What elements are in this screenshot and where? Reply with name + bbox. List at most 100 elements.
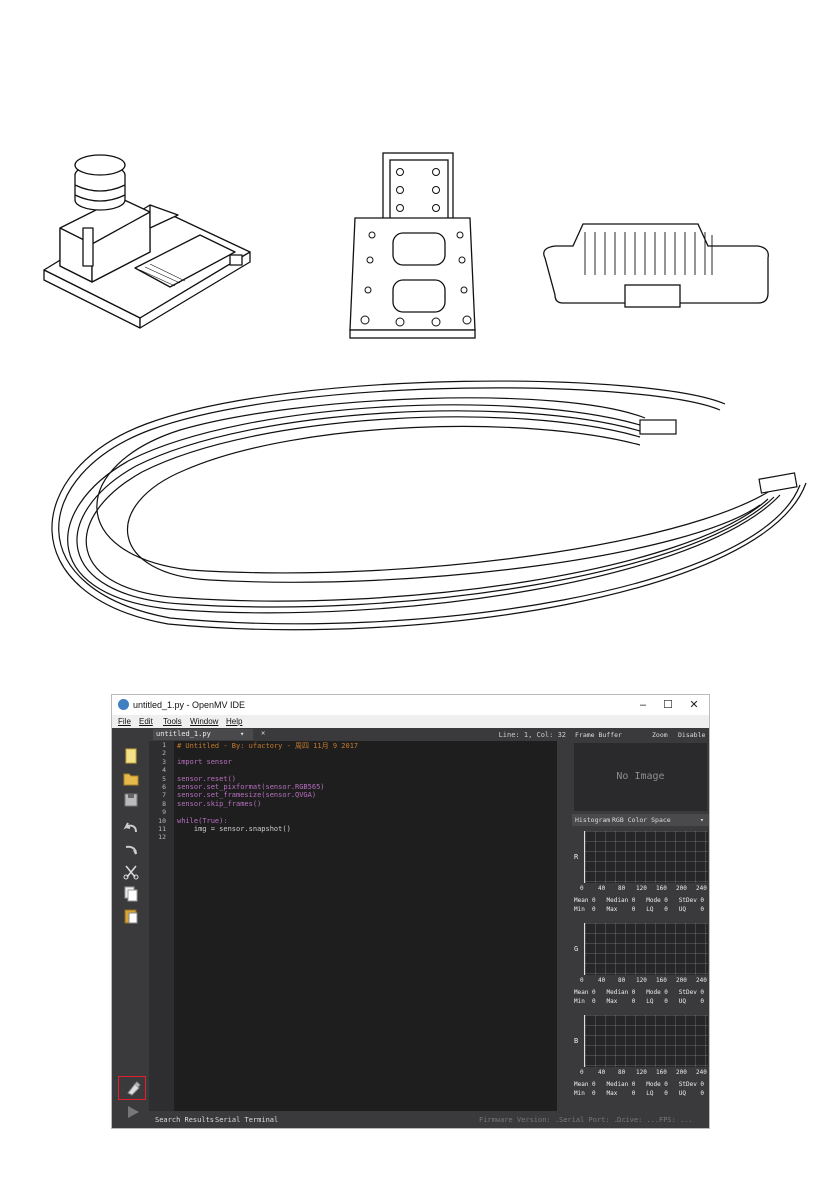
connect-icon[interactable] <box>125 1080 141 1096</box>
histogram-ticks: 0 40 80 120 160 200 240 <box>580 1069 708 1077</box>
maximize-button[interactable]: ☐ <box>663 699 673 711</box>
histogram-label: Histogram <box>575 816 611 824</box>
frame-buffer-header: Frame Buffer Zoom Disable <box>572 728 709 741</box>
tick-label: 200 <box>676 885 687 892</box>
tick-label: 200 <box>676 1069 687 1076</box>
code-line[interactable]: while(True): <box>177 816 228 825</box>
line-number: 1 <box>162 741 166 749</box>
tick-label: 0 <box>580 885 584 892</box>
openmv-ide-window: untitled_1.py - OpenMV IDE – ☐ ✕ File Ed… <box>112 695 709 1128</box>
tab-untitled-1[interactable]: untitled_1.py ▾ <box>153 729 253 740</box>
copy-icon[interactable] <box>123 886 139 902</box>
menu-edit[interactable]: Edit <box>139 717 153 726</box>
camera-module-drawing <box>43 154 251 329</box>
title-bar: untitled_1.py - OpenMV IDE – ☐ ✕ <box>112 695 709 715</box>
tick-label: 120 <box>636 977 647 984</box>
cut-icon[interactable] <box>123 864 139 880</box>
histogram-header: Histogram RGB Color Space ▾ <box>572 814 709 826</box>
color-space-select[interactable]: RGB Color Space <box>612 816 671 824</box>
tab-close-icon[interactable]: ✕ <box>261 729 266 737</box>
firmware-version: Firmware Version: ... <box>479 1116 568 1124</box>
code-line[interactable]: # Untitled - By: ufactory - 周四 11月 9 201… <box>177 742 359 750</box>
code-line[interactable]: sensor.skip_frames() <box>177 799 262 808</box>
fps-status: FPS: ... <box>659 1116 693 1124</box>
save-icon[interactable] <box>123 792 139 808</box>
code-editor[interactable]: # Untitled - By: ufactory - 周四 11月 9 201… <box>174 741 557 1111</box>
tick-label: 240 <box>696 1069 707 1076</box>
histogram-plot <box>584 923 708 975</box>
menu-help[interactable]: Help <box>226 717 243 726</box>
chevron-down-icon[interactable]: ▾ <box>700 816 704 824</box>
histogram-plot <box>584 831 708 883</box>
tick-label: 160 <box>656 1069 667 1076</box>
tab-label: untitled_1.py <box>156 730 211 738</box>
tick-label: 200 <box>676 977 687 984</box>
code-line[interactable]: sensor.reset() <box>177 774 237 783</box>
open-folder-icon[interactable] <box>123 770 139 786</box>
run-icon[interactable] <box>125 1104 141 1120</box>
tick-label: 240 <box>696 977 707 984</box>
histogram-b: B 0 40 80 120 160 200 240 Mean 0 Median … <box>572 1011 709 1111</box>
code-line[interactable] <box>174 808 557 816</box>
histogram-stats-row: Mean 0 Median 0 Mode 0 StDev 0 <box>574 1081 705 1088</box>
redo-icon[interactable] <box>123 842 139 858</box>
frame-buffer-view: No Image <box>574 743 707 811</box>
menu-file[interactable]: File <box>118 717 131 726</box>
histogram-ticks: 0 40 80 120 160 200 240 <box>580 885 708 893</box>
histogram-axis-label: R <box>574 853 579 861</box>
serial-terminal-tab[interactable]: Serial Terminal <box>215 1116 279 1124</box>
histogram-r: R 0 40 80 120 160 200 240 Mean 0 Median … <box>572 827 709 927</box>
cable-drawing <box>51 380 807 631</box>
code-line[interactable] <box>174 833 557 841</box>
left-toolbar <box>112 728 149 1128</box>
code-line[interactable]: import sensor <box>177 757 232 766</box>
menu-window[interactable]: Window <box>190 717 219 726</box>
tick-label: 120 <box>636 1069 647 1076</box>
bottom-status-bar: Search Results Serial Terminal Firmware … <box>149 1111 709 1128</box>
mounting-bracket-drawing <box>349 152 476 339</box>
minimize-button[interactable]: – <box>639 699 647 711</box>
tick-label: 80 <box>618 885 626 892</box>
code-line[interactable] <box>174 749 557 757</box>
editor-scrollbar[interactable] <box>557 741 572 1111</box>
tick-label: 40 <box>598 977 606 984</box>
zoom-toggle[interactable]: Zoom <box>652 731 668 739</box>
line-number-gutter: 1 2 3 4 5 6 7 8 9 10 11 12 <box>149 741 174 1111</box>
undo-icon[interactable] <box>123 820 139 836</box>
tick-label: 80 <box>618 977 626 984</box>
code-line[interactable]: sensor.set_pixformat(sensor.RGB565) <box>177 782 325 791</box>
tick-label: 0 <box>580 977 584 984</box>
search-results-tab[interactable]: Search Results <box>155 1116 215 1124</box>
editor-tab-bar: untitled_1.py ▾ ✕ Line: 1, Col: 32 <box>149 728 572 741</box>
window-title: untitled_1.py - OpenMV IDE <box>133 700 246 710</box>
close-button[interactable]: ✕ <box>689 699 699 711</box>
paste-icon[interactable] <box>123 908 139 924</box>
new-file-icon[interactable] <box>123 748 139 764</box>
code-line[interactable] <box>174 766 557 774</box>
product-illustrations <box>43 152 807 631</box>
line-number: 11 <box>158 824 166 833</box>
tick-label: 240 <box>696 885 707 892</box>
histogram-stats-row: Mean 0 Median 0 Mode 0 StDev 0 <box>574 897 705 904</box>
histogram-stats-row: Mean 0 Median 0 Mode 0 StDev 0 <box>574 989 705 996</box>
menu-tools[interactable]: Tools <box>163 717 182 726</box>
chevron-down-icon[interactable]: ▾ <box>240 730 245 738</box>
code-line[interactable]: sensor.set_framesize(sensor.QVGA) <box>177 791 317 800</box>
right-panel: Frame Buffer Zoom Disable No Image Histo… <box>572 728 709 1111</box>
histogram-ticks: 0 40 80 120 160 200 240 <box>580 977 708 985</box>
line-number: 3 <box>162 757 166 766</box>
histogram-axis-label: G <box>574 945 579 953</box>
histogram-plot <box>584 1015 708 1067</box>
tick-label: 120 <box>636 885 647 892</box>
serial-port: Serial Port: ... <box>559 1116 627 1124</box>
line-number: 6 <box>162 782 166 791</box>
line-number: 12 <box>158 833 166 842</box>
drive-status: Drive: ... <box>617 1116 660 1124</box>
tick-label: 0 <box>580 1069 584 1076</box>
code-line[interactable]: img = sensor.snapshot() <box>177 824 291 833</box>
line-number: 9 <box>162 808 166 817</box>
disable-toggle[interactable]: Disable <box>678 731 706 739</box>
histogram-stats-row: Min 0 Max 0 LQ 0 UQ 0 <box>574 998 705 1005</box>
tick-label: 40 <box>598 885 606 892</box>
line-number: 10 <box>158 816 166 825</box>
